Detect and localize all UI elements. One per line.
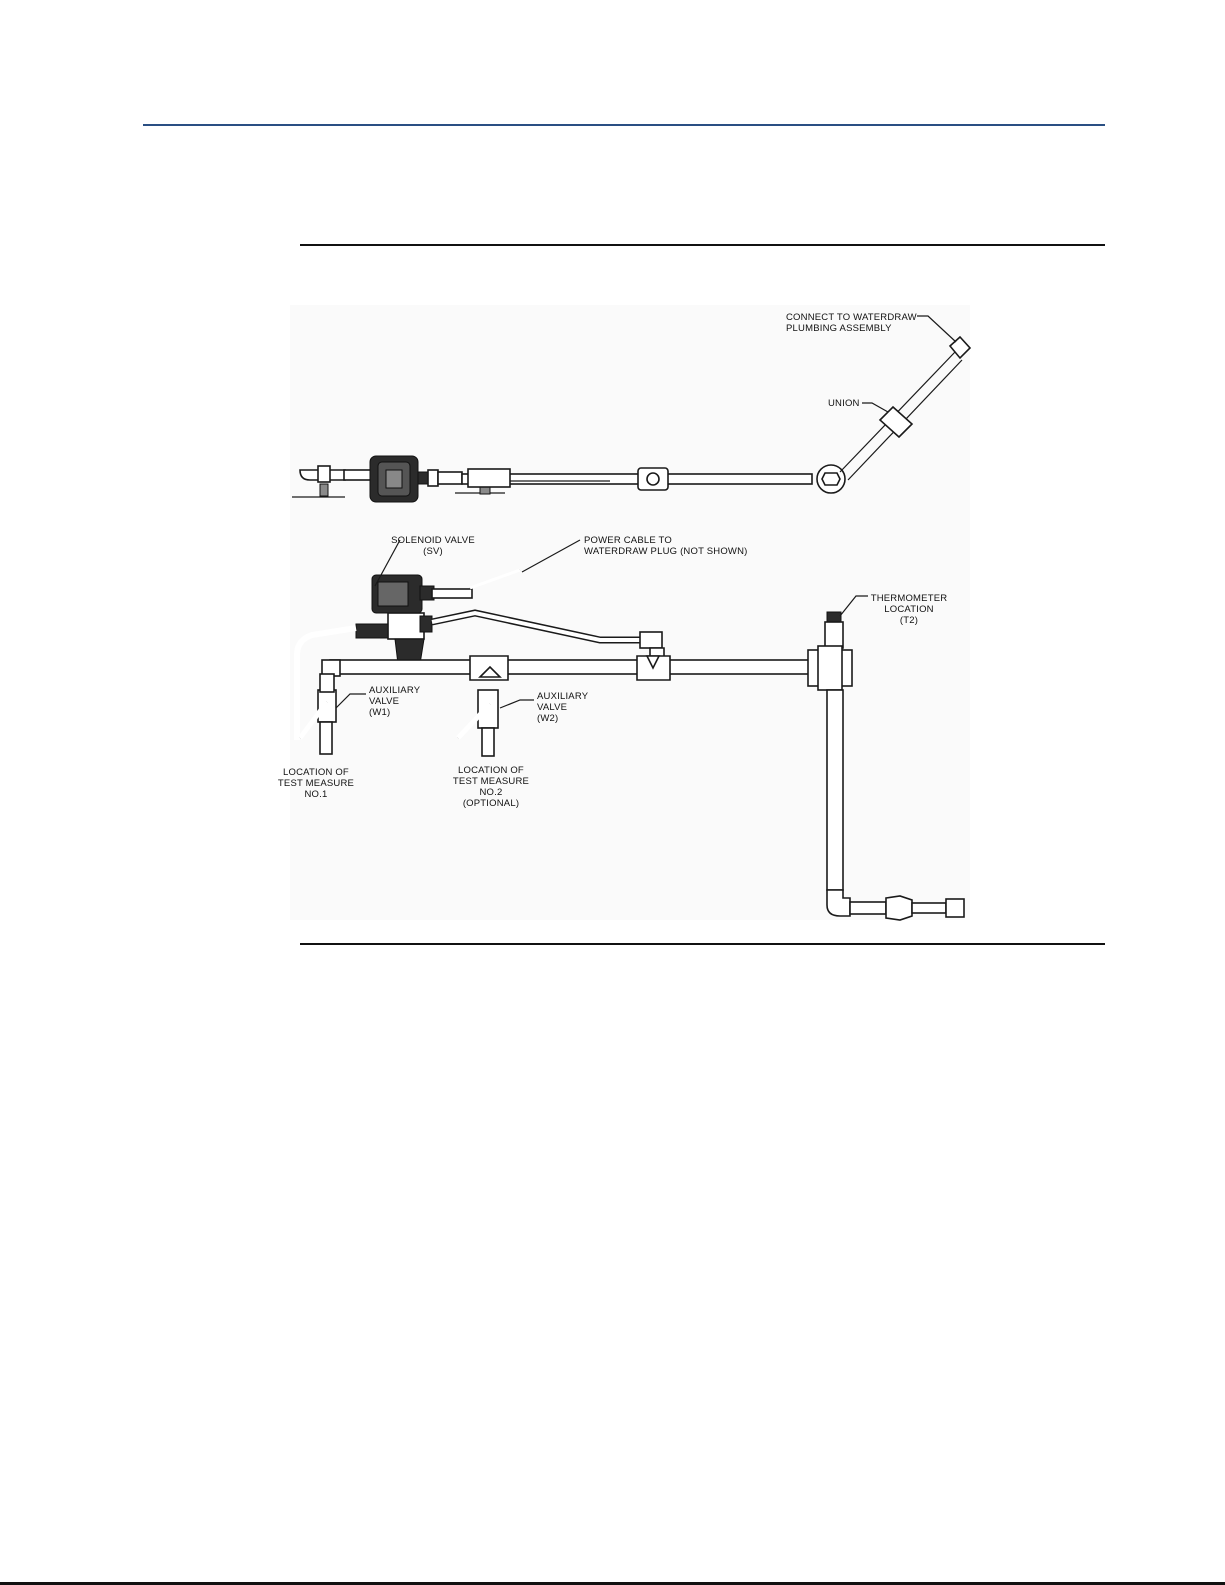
label-test-measure-2-line1: LOCATION OF	[458, 765, 524, 776]
label-solenoid-line1: SOLENOID VALVE	[391, 535, 475, 546]
label-aux-w1-line2: VALVE	[369, 696, 399, 707]
label-test-measure-2-line2: TEST MEASURE	[453, 776, 529, 787]
label-test-measure-1-line2: TEST MEASURE	[278, 778, 354, 789]
label-aux-w2-line2: VALVE	[537, 702, 567, 713]
label-union: UNION	[828, 398, 860, 409]
label-test-measure-2-line3: NO.2	[480, 787, 503, 798]
label-thermometer-line3: (T2)	[900, 615, 918, 626]
label-aux-w1-line3: (W1)	[369, 707, 390, 718]
label-solenoid-line2: (SV)	[423, 546, 443, 557]
label-test-measure-2-line4: (OPTIONAL)	[463, 798, 519, 809]
label-thermometer-line2: LOCATION	[884, 604, 933, 615]
label-test-measure-1-line3: NO.1	[305, 789, 328, 800]
label-power-cable-line2: WATERDRAW PLUG (NOT SHOWN)	[584, 546, 748, 557]
label-aux-w1-line1: AUXILIARY	[369, 685, 421, 696]
label-connect-line2: PLUMBING ASSEMBLY	[786, 323, 892, 334]
label-aux-w2-line1: AUXILIARY	[537, 691, 589, 702]
label-thermometer-line1: THERMOMETER	[871, 593, 948, 604]
label-connect-line1: CONNECT TO WATERDRAW	[786, 312, 917, 323]
label-aux-w2-line3: (W2)	[537, 713, 558, 724]
label-power-cable-line1: POWER CABLE TO	[584, 535, 672, 546]
label-test-measure-1-line1: LOCATION OF	[283, 767, 349, 778]
solenoid-box-top	[370, 456, 418, 502]
